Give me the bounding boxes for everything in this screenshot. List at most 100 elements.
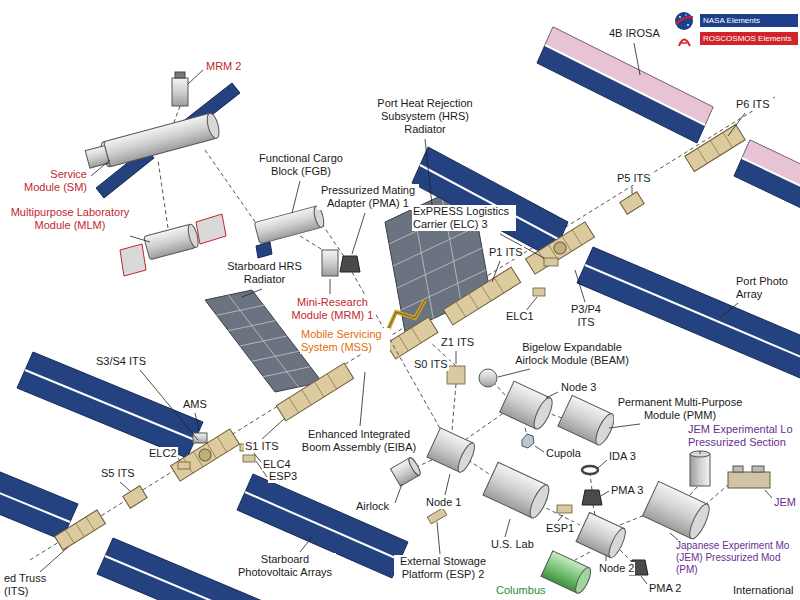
component-label: S1 ITS	[244, 440, 280, 453]
leader-line	[609, 424, 640, 428]
station-module	[243, 455, 255, 462]
station-module	[205, 112, 221, 140]
station-module	[733, 466, 743, 472]
component-label: Enhanced Integrated Boom Assembly (EIBA)	[299, 428, 419, 454]
solar-array	[545, 45, 705, 125]
station-module	[642, 481, 712, 541]
connection-line	[590, 474, 592, 490]
leader-line	[188, 70, 203, 84]
component-label: PMA 2	[648, 582, 682, 595]
leader-line	[720, 303, 738, 318]
legend-swatch: NASA Elements	[700, 14, 798, 27]
station-module	[196, 214, 226, 244]
station-module	[576, 512, 628, 559]
solar-array	[97, 538, 348, 600]
component-label: Node 3	[560, 381, 597, 394]
truss-segment	[620, 192, 644, 214]
truss-segment	[685, 124, 745, 171]
truss-segment	[698, 132, 733, 163]
truss-segment	[538, 230, 581, 266]
leader-line	[352, 213, 365, 254]
agency-logo	[687, 24, 689, 26]
station-module	[256, 242, 272, 258]
station-module	[254, 206, 322, 244]
component-label: Airlock	[355, 500, 390, 513]
station-module	[178, 462, 190, 469]
connection-line	[158, 160, 168, 228]
legend-swatch: ROSCOSMOS Elements	[700, 32, 798, 45]
heat-radiator	[397, 248, 482, 288]
station-module	[690, 454, 710, 486]
station-module	[531, 396, 556, 432]
leader-line	[91, 160, 110, 176]
solar-array	[0, 27, 800, 600]
component-label: ELC1	[505, 310, 535, 323]
component-label: P3/P4 ITS	[567, 303, 605, 329]
agency-logo	[679, 40, 690, 47]
solar-array	[742, 158, 800, 200]
component-label: S3/S4 ITS	[95, 355, 147, 368]
station-module	[533, 288, 545, 296]
component-label: Z1 ITS	[440, 336, 475, 349]
agency-logo	[675, 12, 693, 46]
agency-logo	[679, 16, 681, 18]
leader-line	[456, 351, 457, 364]
leader-line	[195, 413, 199, 431]
leader-line	[395, 484, 402, 503]
component-label: PMA 3	[610, 484, 644, 497]
component-label: S0 ITS	[413, 358, 449, 371]
station-module	[522, 434, 534, 448]
leader-line	[641, 576, 647, 584]
station-module	[582, 466, 598, 474]
connection-line	[495, 384, 505, 395]
component-label: Port Heat Rejection Subsystem (HRS) Radi…	[369, 97, 481, 136]
station-module	[407, 456, 422, 476]
station-module	[85, 146, 109, 169]
truss-segment	[55, 510, 106, 550]
station-module	[388, 300, 425, 330]
truss-segment	[55, 510, 106, 550]
truss-segment	[276, 363, 353, 421]
leader-line	[120, 482, 130, 491]
leader-line	[242, 289, 262, 297]
leader-line	[546, 392, 558, 398]
component-label: Multipurpose Laboratory Module (MLM)	[4, 206, 136, 232]
component-label: Functional Cargo Block (FGB)	[254, 152, 348, 178]
component-label: Japanese Experiment Mo (JEM) Pressurized…	[675, 540, 797, 575]
connection-line	[705, 485, 728, 505]
solar-array	[17, 352, 203, 458]
station-module	[686, 502, 713, 542]
connection-line	[205, 150, 258, 226]
leader-line	[360, 372, 365, 426]
leader-line	[670, 533, 678, 540]
station-module	[340, 256, 360, 272]
connection-line	[158, 106, 728, 562]
component-label: Mini-Research Module (MRM) 1	[289, 296, 376, 322]
truss-segment	[66, 517, 95, 543]
station-module	[479, 369, 497, 387]
component-label: JEM	[773, 496, 797, 509]
station-module	[84, 112, 221, 172]
solar-array	[245, 492, 400, 560]
leader-line	[535, 446, 544, 452]
truss-segment	[456, 278, 504, 317]
station-module	[573, 566, 594, 596]
component-label: Columbus	[495, 584, 547, 597]
component-label: 4B IROSA	[608, 27, 661, 40]
truss-segment	[55, 124, 746, 550]
leader-line	[253, 452, 261, 462]
leader-line	[634, 43, 640, 75]
component-label: P5 ITS	[616, 172, 652, 185]
station-module	[427, 508, 447, 524]
station-module	[84, 72, 770, 595]
station-module	[447, 366, 465, 384]
truss-segment	[276, 363, 353, 421]
truss-segment	[171, 429, 240, 481]
leader-line	[425, 139, 432, 205]
component-label: Permanent Multi-Purpose Module (PMM)	[614, 396, 746, 422]
station-module	[728, 472, 770, 488]
station-module	[690, 451, 710, 457]
leader-line	[330, 279, 331, 294]
truss-segment	[171, 429, 240, 481]
